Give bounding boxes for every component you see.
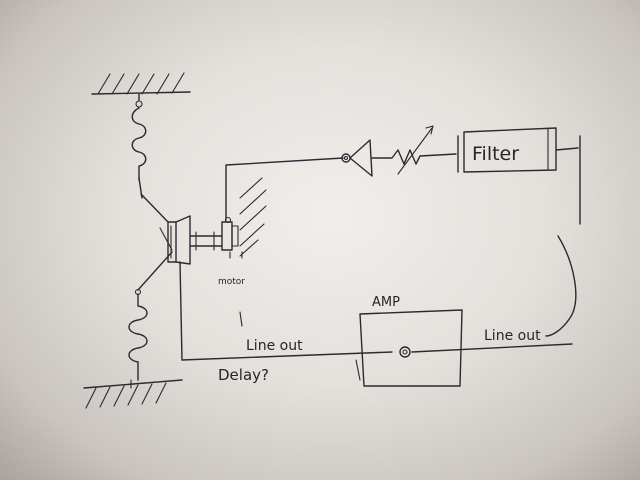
delay-label: Delay? (218, 366, 269, 384)
bottom-ground-hatch (83, 379, 183, 409)
output-wires (179, 261, 573, 361)
motor-label: motor (218, 277, 245, 287)
filter-label: Filter (472, 143, 519, 165)
filter-box: Filter (457, 127, 581, 225)
speaker (167, 215, 191, 265)
lower-spring (128, 293, 148, 381)
amp-box: AMP (355, 295, 463, 387)
motor (221, 177, 267, 327)
motor-to-preamp-wire (225, 157, 344, 221)
line-out-right-label: Line out (484, 328, 541, 344)
preamp-triangle (341, 139, 373, 177)
upper-spring (131, 93, 147, 181)
line-out-left-label: Line out (246, 338, 303, 354)
amp-label: AMP (372, 295, 400, 310)
motor-shaft (189, 231, 223, 251)
vibrating-string (134, 177, 173, 296)
return-arc (545, 235, 577, 337)
top-ground-hatch (91, 72, 191, 95)
variable-resistor (371, 125, 457, 175)
